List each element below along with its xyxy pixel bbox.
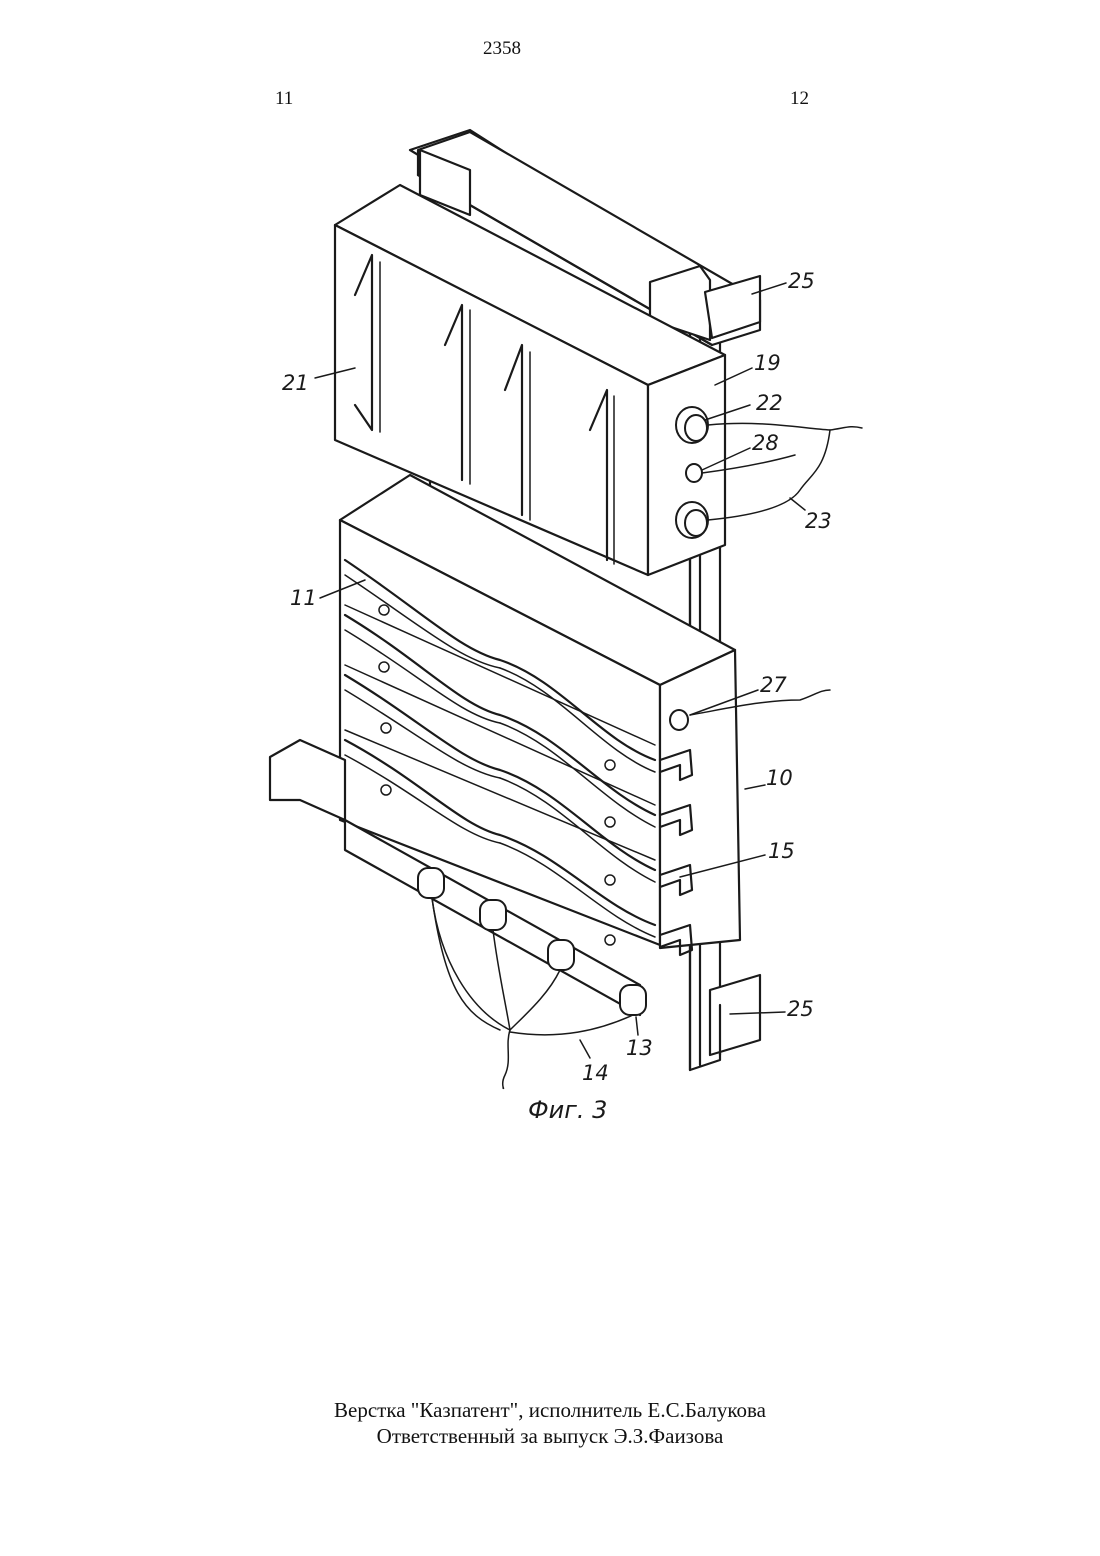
label-23: 23: [805, 509, 832, 533]
label-21: 21: [282, 371, 309, 395]
label-11: 11: [290, 586, 317, 610]
footer-layout-credit: Верстка "Казпатент", исполнитель Е.С.Бал…: [0, 1397, 1100, 1423]
label-14: 14: [582, 1061, 609, 1085]
label-15: 15: [768, 839, 795, 863]
label-25-bottom: 25: [787, 997, 814, 1021]
label-28: 28: [752, 431, 779, 455]
footer-credits: Верстка "Казпатент", исполнитель Е.С.Бал…: [0, 1397, 1100, 1449]
label-19: 19: [754, 351, 781, 375]
label-22: 22: [756, 391, 783, 415]
figure-caption: Фиг. 3: [528, 1096, 607, 1124]
label-10: 10: [766, 766, 793, 790]
label-27: 27: [760, 673, 787, 697]
footer-responsible-credit: Ответственный за выпуск Э.З.Фаизова: [0, 1423, 1100, 1449]
label-13: 13: [626, 1036, 653, 1060]
figure-3-drawing: 25 19 22 21 28 23 11 27 10 15 25 13 14 Ф…: [0, 0, 1100, 1200]
label-25-top: 25: [788, 269, 815, 293]
